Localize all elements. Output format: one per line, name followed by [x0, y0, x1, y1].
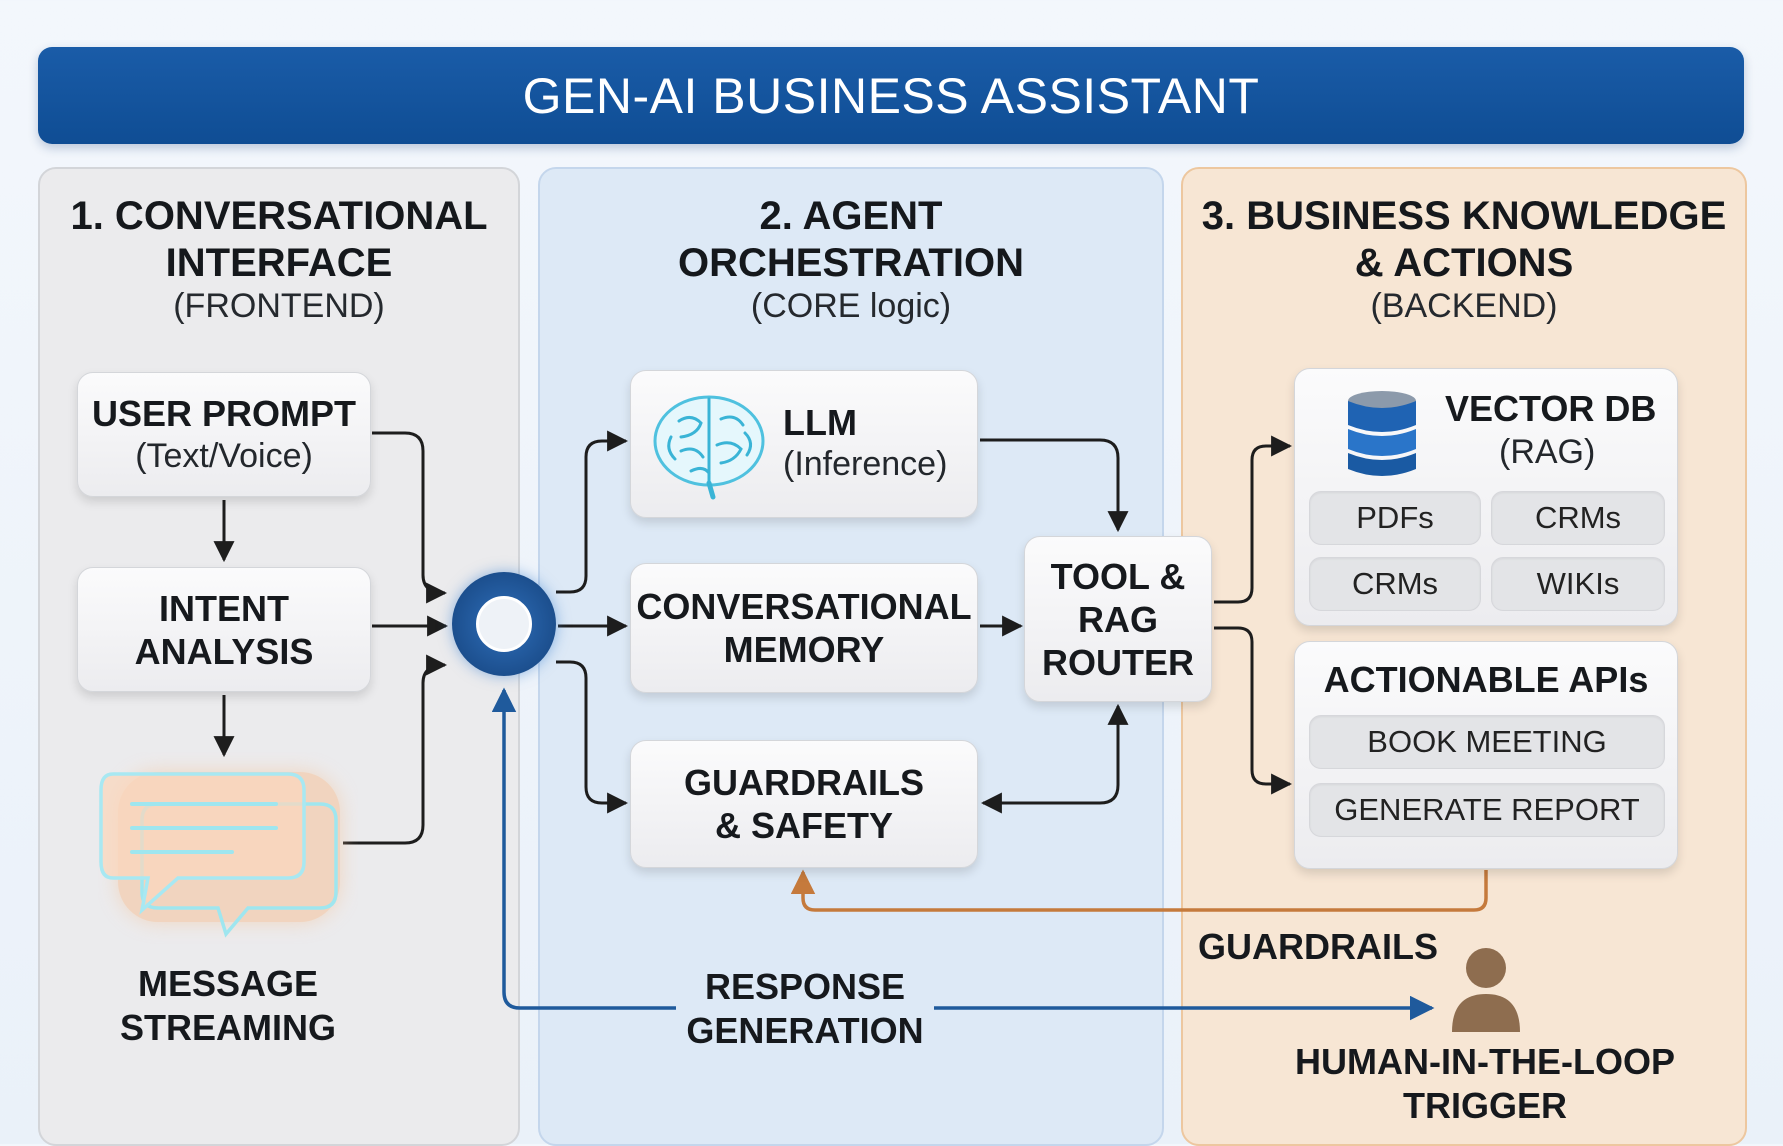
- vector-db-title: VECTOR DB: [1445, 388, 1657, 429]
- user-prompt-node: USER PROMPT (Text/Voice): [77, 372, 371, 497]
- arrow-guardrails-feedback: [790, 869, 1488, 912]
- vector-db-chip: WIKIs: [1491, 557, 1665, 611]
- llm-subtitle: (Inference): [783, 445, 948, 483]
- intent-analysis-node: INTENT ANALYSIS: [77, 567, 371, 692]
- conversational-memory-node: CONVERSATIONAL MEMORY: [630, 563, 978, 693]
- arrow-prompt-to-hub: [372, 431, 448, 604]
- actionable-apis-title: ACTIONABLE APIs: [1323, 659, 1649, 700]
- arrow-router-to-apis: [1214, 626, 1293, 795]
- core-subtitle: (CORE logic): [750, 287, 952, 325]
- guardrails-label: GUARDRAILS: [1198, 926, 1438, 967]
- vector-db-chip: CRMs: [1491, 491, 1665, 545]
- arrow-response-to-hub: [491, 687, 676, 1010]
- guardrails-safety-node: GUARDRAILS & SAFETY: [630, 740, 978, 868]
- llm-title: LLM: [783, 402, 857, 443]
- generate-report-action: GENERATE REPORT: [1309, 783, 1665, 837]
- actionable-apis-node: ACTIONABLE APIs BOOK MEETING GENERATE RE…: [1294, 641, 1678, 869]
- message-streaming-label: MESSAGE STREAMING: [120, 963, 336, 1048]
- database-icon: [1348, 391, 1416, 476]
- tool-rag-router-node: TOOL & RAG ROUTER: [1024, 536, 1212, 702]
- arrow-llm-to-router: [980, 438, 1129, 533]
- arrow-streaming-to-hub: [343, 654, 448, 845]
- arrow-hub-to-llm: [556, 430, 629, 594]
- arrow-guardrails-router: [980, 703, 1129, 814]
- vector-db-subtitle: (RAG): [1499, 433, 1596, 471]
- llm-node: LLM (Inference): [630, 370, 978, 518]
- user-prompt-subtitle: (Text/Voice): [135, 437, 313, 475]
- core-title: 2. AGENT ORCHESTRATION: [678, 194, 1024, 285]
- brain-icon: [653, 395, 765, 500]
- arrow-router-to-vectordb: [1214, 435, 1293, 604]
- vector-db-chip: CRMs: [1309, 557, 1481, 611]
- chat-bubbles-icon: [99, 772, 340, 938]
- human-in-the-loop-label: HUMAN-IN-THE-LOOP TRIGGER: [1295, 1041, 1675, 1126]
- backend-panel: 3. BUSINESS KNOWLEDGE & ACTIONS (BACKEND…: [1181, 167, 1747, 1146]
- person-icon: [1452, 948, 1520, 1032]
- vector-db-chip: PDFs: [1309, 491, 1481, 545]
- book-meeting-action: BOOK MEETING: [1309, 715, 1665, 769]
- vector-db-node: VECTOR DB (RAG) PDFs CRMs CRMs WIKIs: [1294, 368, 1678, 626]
- response-generation-label: RESPONSE GENERATION: [686, 966, 924, 1051]
- user-prompt-title: USER PROMPT: [91, 393, 357, 434]
- arrow-hub-to-guardrails: [556, 660, 629, 814]
- orchestrator-hub-icon: [452, 572, 556, 676]
- title-bar: GEN-AI BUSINESS ASSISTANT: [38, 47, 1744, 144]
- backend-subtitle: (BACKEND): [1370, 287, 1558, 325]
- frontend-subtitle: (FRONTEND): [173, 287, 385, 325]
- frontend-title: 1. CONVERSATIONAL INTERFACE: [70, 194, 488, 285]
- page-title: GEN-AI BUSINESS ASSISTANT: [522, 67, 1260, 124]
- backend-title: 3. BUSINESS KNOWLEDGE & ACTIONS: [1201, 194, 1727, 285]
